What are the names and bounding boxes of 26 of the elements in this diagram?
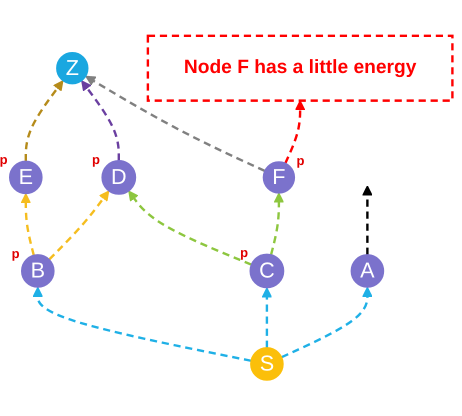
arrow bbox=[24, 80, 64, 162]
arrow bbox=[32, 286, 252, 362]
node-circle: S bbox=[250, 347, 284, 381]
node-circle: Z bbox=[56, 52, 88, 84]
arrow bbox=[270, 192, 284, 255]
node-annotation: p bbox=[92, 152, 100, 166]
arrow bbox=[48, 190, 110, 260]
arrow bbox=[262, 287, 272, 348]
node-circle: F bbox=[262, 161, 296, 194]
node-annotation: p bbox=[296, 154, 304, 167]
arrow bbox=[85, 76, 266, 172]
node-circle: B bbox=[21, 254, 55, 288]
node-annotation: p bbox=[240, 246, 248, 260]
arrow bbox=[20, 193, 35, 256]
node-circle: C bbox=[250, 254, 284, 288]
arrow bbox=[281, 286, 373, 358]
arrow bbox=[362, 185, 373, 255]
node-circle: D bbox=[101, 160, 136, 195]
node-circle: A bbox=[350, 254, 384, 288]
arrow bbox=[81, 80, 120, 161]
node-annotation: p bbox=[0, 153, 8, 166]
arrow bbox=[284, 100, 306, 164]
arrow bbox=[128, 190, 252, 266]
node-box: Node F has a little energy bbox=[146, 34, 454, 102]
node-annotation: p bbox=[12, 246, 20, 260]
node-circle: E bbox=[9, 160, 43, 194]
